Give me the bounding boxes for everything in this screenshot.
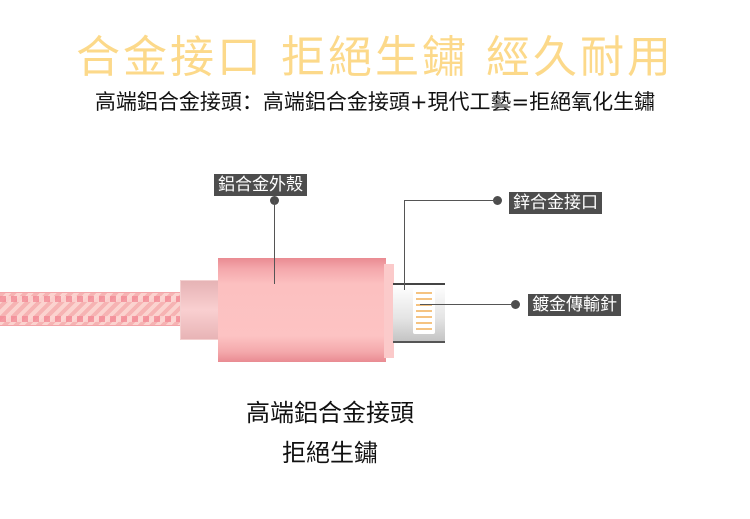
callout-line bbox=[404, 200, 496, 201]
callout-pins-label: 鍍金傳輸針 bbox=[528, 294, 621, 316]
pin bbox=[416, 316, 432, 318]
pin bbox=[416, 298, 432, 300]
braided-cable bbox=[0, 292, 180, 326]
pin bbox=[416, 328, 432, 330]
headline: 合金接口 拒絕生鏽 經久耐用 bbox=[76, 32, 674, 83]
pin bbox=[416, 292, 432, 294]
housing-lip bbox=[384, 264, 394, 358]
callout-connector-label: 鋅合金接口 bbox=[509, 192, 602, 214]
caption-line-2: 拒絕生鏽 bbox=[282, 439, 378, 467]
callout-dot bbox=[511, 300, 520, 309]
callout-housing-label: 鋁合金外殼 bbox=[214, 174, 307, 196]
pin bbox=[416, 310, 432, 312]
callout-line bbox=[420, 304, 513, 305]
callout-line bbox=[274, 200, 275, 284]
pin bbox=[416, 304, 432, 306]
subheadline: 高端鋁合金接頭：高端鋁合金接頭+現代工藝=拒絕氧化生鏽 bbox=[94, 90, 656, 114]
cable-collar bbox=[180, 280, 222, 340]
callout-line bbox=[404, 200, 405, 290]
aluminum-housing bbox=[218, 258, 386, 362]
pin bbox=[416, 322, 432, 324]
caption-line-1: 高端鋁合金接頭 bbox=[246, 399, 414, 427]
gold-pins bbox=[413, 288, 435, 334]
callout-dot bbox=[493, 196, 502, 205]
